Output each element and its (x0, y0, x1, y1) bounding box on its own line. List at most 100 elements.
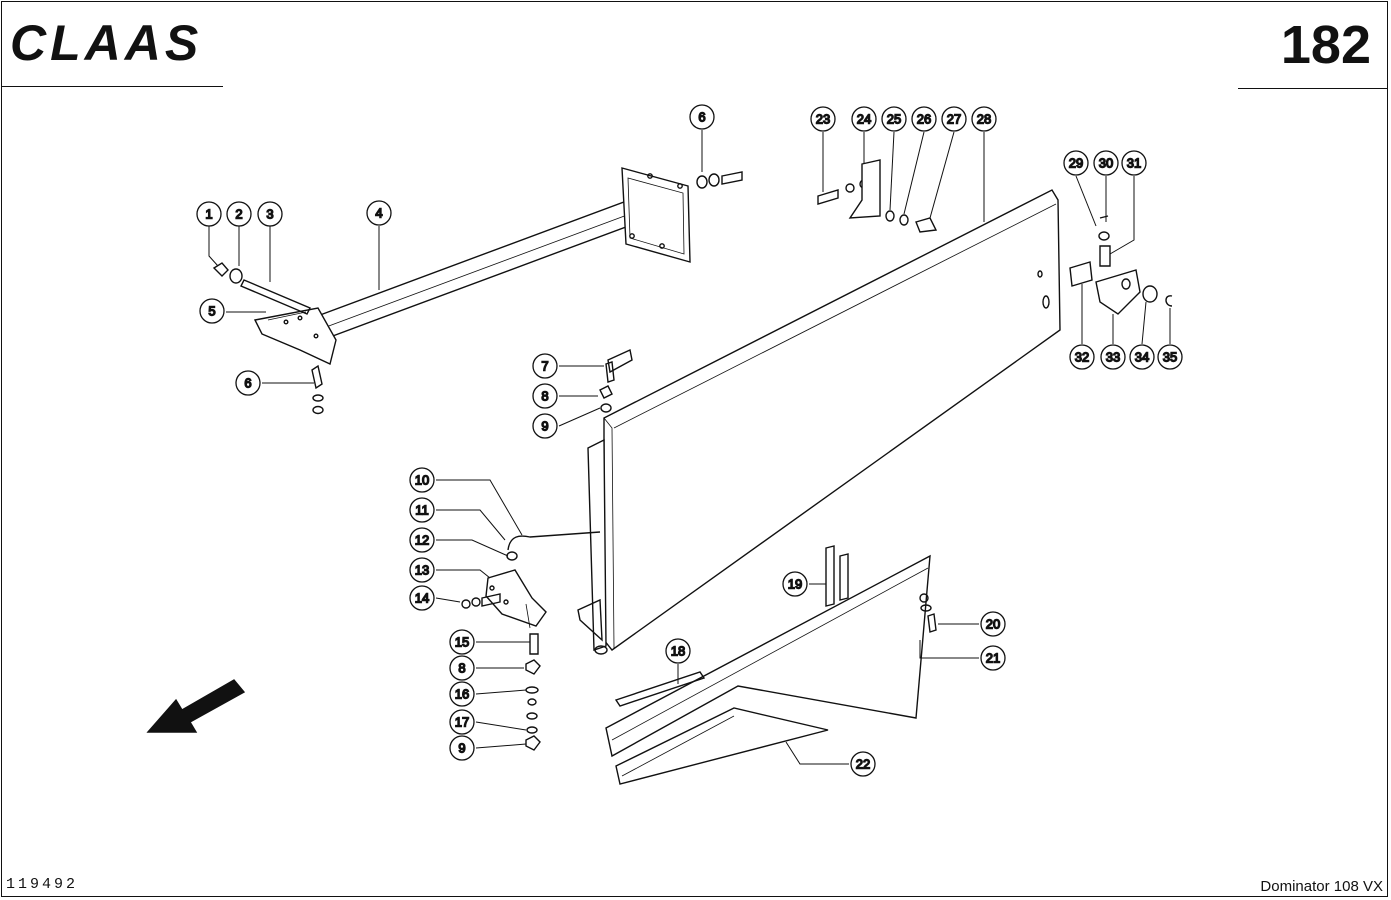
header-rule-left (1, 86, 223, 87)
callout-label: 9 (541, 419, 548, 434)
direction-arrow (146, 679, 246, 733)
callout-18: 18 (665, 638, 691, 664)
callout-label: 22 (856, 757, 870, 772)
parts-top-center (817, 159, 938, 233)
callout-label: 28 (977, 112, 991, 127)
callout-label: 16 (455, 687, 469, 702)
callout-25: 25 (881, 106, 907, 132)
callout-31: 31 (1121, 150, 1147, 176)
bracket-13 (485, 551, 547, 629)
rod-18 (614, 671, 706, 707)
callout-label: 17 (455, 715, 469, 730)
callout-label: 7 (541, 359, 548, 374)
callout-33: 33 (1100, 344, 1126, 370)
callout-label: 21 (986, 651, 1000, 666)
callout-30: 30 (1093, 150, 1119, 176)
callout-label: 4 (375, 206, 382, 221)
callout-3: 3 (257, 201, 283, 227)
callout-label: 19 (788, 577, 802, 592)
callout-label: 30 (1099, 156, 1113, 171)
bolt-stack (525, 633, 541, 751)
callout-5: 5 (199, 298, 225, 324)
document-id: 119492 (6, 876, 79, 893)
callout-32: 32 (1069, 344, 1095, 370)
callout-label: 5 (208, 304, 215, 319)
callout-label: 24 (857, 112, 871, 127)
callout-8-upper: 8 (532, 383, 558, 409)
callout-9-upper: 9 (532, 413, 558, 439)
callout-22: 22 (850, 751, 876, 777)
callout-27: 27 (941, 106, 967, 132)
callout-label: 8 (541, 389, 548, 404)
washer-2 (229, 268, 243, 284)
pin-3 (240, 279, 311, 315)
callout-19: 19 (782, 571, 808, 597)
callout-16: 16 (449, 681, 475, 707)
callout-20: 20 (980, 611, 1006, 637)
callout-34: 34 (1129, 344, 1155, 370)
nut-1 (212, 262, 229, 277)
claas-logo: CLAAS (10, 15, 203, 71)
leader-lines (208, 130, 1171, 765)
rod-10 (507, 531, 601, 551)
callout-35: 35 (1157, 344, 1183, 370)
bolt-14 (461, 593, 501, 609)
callout-label: 1 (205, 207, 212, 222)
callout-24: 24 (851, 106, 877, 132)
callout-label: 15 (455, 635, 469, 650)
callout-15: 15 (449, 629, 475, 655)
page-number: 182 (1280, 15, 1371, 75)
callout-label: 20 (986, 617, 1000, 632)
callout-9-lower: 9 (449, 735, 475, 761)
callout-label: 25 (887, 112, 901, 127)
main-panel (577, 189, 1061, 655)
callout-12: 12 (409, 527, 435, 553)
lug-7 (599, 348, 633, 413)
callout-label: 26 (917, 112, 931, 127)
callout-label: 31 (1127, 156, 1141, 171)
callout-label: 11 (415, 503, 429, 518)
callout-label: 33 (1106, 350, 1120, 365)
callout-label: 34 (1135, 350, 1149, 365)
bolt-top (696, 171, 743, 189)
callout-label: 2 (235, 207, 242, 222)
callout-17: 17 (449, 709, 475, 735)
bracket-left (253, 307, 337, 365)
bolt-20 (919, 593, 937, 633)
callout-23: 23 (810, 106, 836, 132)
callout-label: 35 (1163, 350, 1177, 365)
callout-label: 14 (415, 591, 429, 606)
lower-frame (605, 545, 931, 758)
callout-13: 13 (409, 557, 435, 583)
callout-6-bottom: 6 (235, 370, 261, 396)
callout-label: 6 (244, 376, 251, 391)
callout-29: 29 (1063, 150, 1089, 176)
callout-28: 28 (971, 106, 997, 132)
callout-label: 3 (266, 207, 273, 222)
bolt-bottom-left (311, 364, 324, 415)
header-rule-right (1238, 88, 1388, 89)
callout-2: 2 (226, 201, 252, 227)
callout-4: 4 (366, 200, 392, 226)
callout-1: 1 (196, 201, 222, 227)
callout-7: 7 (532, 353, 558, 379)
shaft-flange (621, 167, 691, 263)
callout-label: 9 (458, 741, 465, 756)
callout-label: 13 (415, 563, 429, 578)
callout-label: 32 (1075, 350, 1089, 365)
callout-label: 18 (671, 644, 685, 659)
parts-latch (1069, 215, 1173, 315)
callout-26: 26 (911, 106, 937, 132)
callout-8-lower: 8 (449, 655, 475, 681)
callout-label: 6 (698, 110, 705, 125)
callout-label: 29 (1069, 156, 1083, 171)
callout-label: 12 (415, 533, 429, 548)
shaft-tube (311, 194, 653, 341)
callout-21: 21 (980, 645, 1006, 671)
callout-11: 11 (409, 497, 435, 523)
callout-label: 10 (415, 473, 429, 488)
callout-14: 14 (409, 585, 435, 611)
callout-label: 8 (458, 661, 465, 676)
